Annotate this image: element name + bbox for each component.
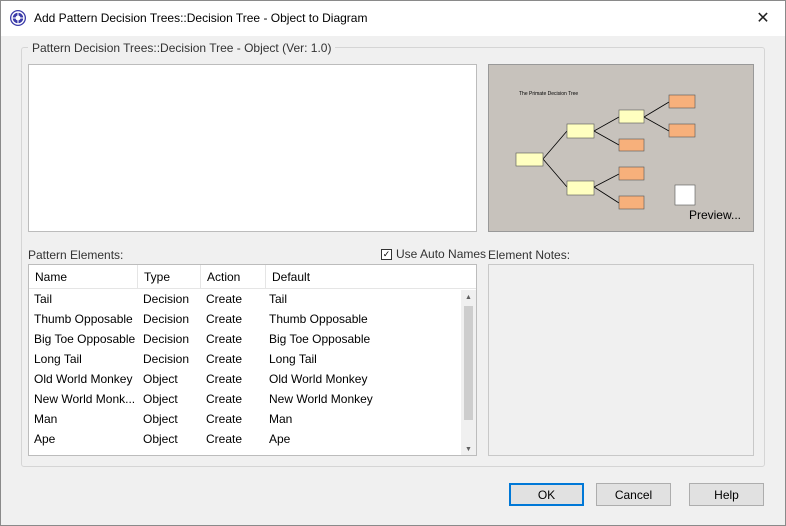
column-header-default[interactable]: Default bbox=[272, 270, 311, 284]
column-header-type[interactable]: Type bbox=[138, 265, 201, 289]
scroll-down-arrow-icon[interactable]: ▼ bbox=[465, 445, 472, 453]
cell-action[interactable]: Create bbox=[206, 352, 243, 366]
app-logo-icon bbox=[10, 10, 26, 26]
list-header: Name Type Action Default bbox=[29, 265, 476, 289]
diagram-preview[interactable]: The Primate Decision Tree Preview... bbox=[488, 64, 754, 232]
cell-name[interactable]: Ape bbox=[34, 432, 56, 446]
cell-action[interactable]: Create bbox=[206, 292, 243, 306]
close-button[interactable]: ✕ bbox=[740, 0, 786, 36]
decision-tree-thumbnail: The Primate Decision Tree bbox=[515, 91, 696, 210]
cell-action[interactable]: Create bbox=[206, 372, 243, 386]
cell-default[interactable]: Thumb Opposable bbox=[269, 312, 368, 326]
table-row[interactable]: New World Monk... Object Create New Worl… bbox=[29, 390, 461, 410]
cancel-button[interactable]: Cancel bbox=[596, 483, 671, 506]
table-row[interactable]: Old World Monkey Object Create Old World… bbox=[29, 370, 461, 390]
list-rows: Tail Decision Create Tail Thumb Opposabl… bbox=[29, 290, 461, 450]
cell-default[interactable]: Man bbox=[269, 412, 293, 426]
cell-default[interactable]: Tail bbox=[269, 292, 288, 306]
cell-action[interactable]: Create bbox=[206, 412, 243, 426]
list-scrollbar[interactable]: ▲ ▼ bbox=[461, 290, 476, 455]
pattern-elements-label: Pattern Elements: bbox=[28, 248, 124, 262]
pattern-group-title: Pattern Decision Trees::Decision Tree - … bbox=[28, 41, 336, 55]
table-row[interactable]: Tail Decision Create Tail bbox=[29, 290, 461, 310]
cell-type: Object bbox=[143, 392, 178, 406]
cell-default[interactable]: Big Toe Opposable bbox=[269, 332, 371, 346]
table-row[interactable]: Long Tail Decision Create Long Tail bbox=[29, 350, 461, 370]
title-bar: Add Pattern Decision Trees::Decision Tre… bbox=[0, 0, 786, 36]
cell-name[interactable]: Tail bbox=[34, 292, 53, 306]
cell-name[interactable]: Old World Monkey bbox=[34, 372, 133, 386]
pattern-elements-list[interactable]: Name Type Action Default Tail Decision C… bbox=[28, 264, 477, 456]
pattern-groupbox bbox=[21, 47, 765, 467]
cell-name[interactable]: New World Monk... bbox=[34, 392, 136, 406]
close-icon[interactable]: ✕ bbox=[756, 10, 770, 27]
cell-action[interactable]: Create bbox=[206, 392, 243, 406]
window-title: Add Pattern Decision Trees::Decision Tre… bbox=[34, 11, 368, 25]
column-header-action[interactable]: Action bbox=[201, 265, 266, 289]
cell-default[interactable]: New World Monkey bbox=[269, 392, 373, 406]
cell-type: Decision bbox=[143, 332, 190, 346]
preview-diagram-title: The Primate Decision Tree bbox=[519, 91, 578, 97]
cell-default[interactable]: Ape bbox=[269, 432, 291, 446]
element-notes-label: Element Notes: bbox=[488, 248, 571, 262]
use-auto-names-checkbox[interactable]: ✓ bbox=[381, 248, 392, 260]
cell-default[interactable]: Old World Monkey bbox=[269, 372, 368, 386]
cell-action[interactable]: Create bbox=[206, 332, 243, 346]
cell-name[interactable]: Big Toe Opposable bbox=[34, 332, 136, 346]
ok-button[interactable]: OK bbox=[509, 483, 584, 506]
use-auto-names-toggle[interactable]: ✓ Use Auto Names bbox=[381, 247, 486, 261]
checkmark-icon: ✓ bbox=[382, 248, 391, 259]
help-button[interactable]: Help bbox=[689, 483, 764, 506]
cell-default[interactable]: Long Tail bbox=[269, 352, 317, 366]
cell-type: Decision bbox=[143, 352, 190, 366]
use-auto-names-label[interactable]: Use Auto Names bbox=[396, 247, 487, 261]
cell-type: Object bbox=[143, 412, 178, 426]
pattern-description-panel bbox=[28, 64, 477, 232]
cell-type: Object bbox=[143, 432, 178, 446]
preview-link[interactable]: Preview... bbox=[688, 208, 741, 222]
table-row[interactable]: Ape Object Create Ape bbox=[29, 430, 461, 450]
cell-type: Object bbox=[143, 372, 178, 386]
table-row[interactable]: Big Toe Opposable Decision Create Big To… bbox=[29, 330, 461, 350]
scroll-up-arrow-icon[interactable]: ▲ bbox=[465, 293, 472, 301]
cell-action[interactable]: Create bbox=[206, 432, 243, 446]
column-header-name[interactable]: Name bbox=[29, 265, 138, 289]
cell-type: Decision bbox=[143, 292, 190, 306]
cell-type: Decision bbox=[143, 312, 190, 326]
cell-action[interactable]: Create bbox=[206, 312, 243, 326]
scroll-thumb[interactable] bbox=[464, 306, 473, 420]
element-notes-field[interactable] bbox=[488, 264, 754, 456]
table-row[interactable]: Thumb Opposable Decision Create Thumb Op… bbox=[29, 310, 461, 330]
cell-name[interactable]: Man bbox=[34, 412, 58, 426]
table-row[interactable]: Man Object Create Man bbox=[29, 410, 461, 430]
cell-name[interactable]: Thumb Opposable bbox=[34, 312, 133, 326]
cell-name[interactable]: Long Tail bbox=[34, 352, 82, 366]
